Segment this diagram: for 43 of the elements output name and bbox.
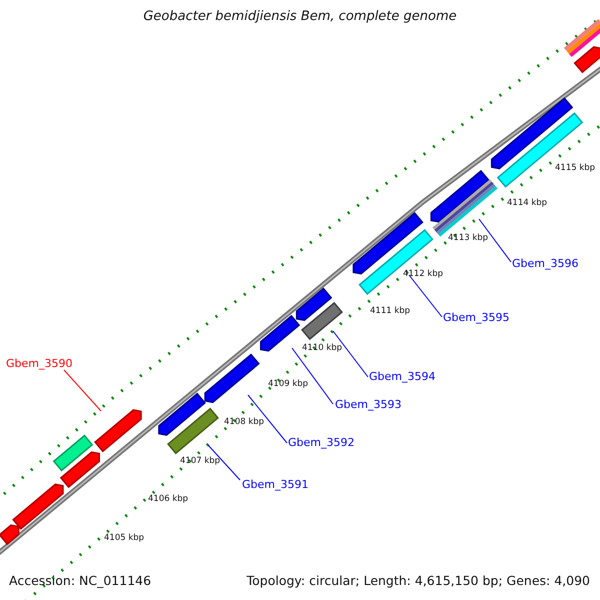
- gene-feature: [94, 409, 142, 452]
- tick-label: 4114 kbp: [507, 199, 548, 209]
- tick-label: 4106 kbp: [148, 495, 188, 505]
- gene-label: Gbem_3592: [288, 437, 354, 450]
- gene-label: Gbem_3596: [512, 258, 578, 271]
- gene-feature: [52, 434, 94, 472]
- tick-label: 4109 kbp: [268, 380, 308, 390]
- gene-label: Gbem_3593: [335, 399, 402, 412]
- gene-label: Gbem_3594: [369, 371, 436, 384]
- tick-label: 4108 kbp: [224, 418, 264, 428]
- gene-feature: [352, 212, 424, 274]
- genome-stats: Topology: circular; Length: 4,615,150 bp; Genes: 4,090: [246, 574, 590, 588]
- leader-line: [332, 330, 368, 378]
- tick-label: 4115 kbp: [555, 164, 596, 174]
- gene-feature: [0, 524, 20, 546]
- gene-feature: [167, 408, 219, 454]
- gene-feature: [430, 170, 490, 223]
- leader-line: [208, 444, 240, 480]
- leader-line: [292, 348, 334, 404]
- gene-feature: [260, 314, 300, 352]
- gene-feature: [296, 288, 332, 322]
- leader-line: [478, 218, 512, 262]
- gene-label: Gbem_3590: [6, 358, 72, 371]
- gene-label: Gbem_3591: [242, 479, 308, 492]
- tick-label: 4110 kbp: [302, 344, 342, 354]
- tick-label: 4112 kbp: [403, 270, 444, 280]
- tick-label: 4111 kbp: [370, 307, 410, 317]
- gene-label: Gbem_3595: [443, 312, 510, 325]
- gene-feature: [301, 302, 343, 340]
- gene-feature: [204, 353, 260, 404]
- gene-feature: [60, 451, 100, 488]
- tick-label: 4107 kbp: [180, 457, 220, 467]
- gene-feature: [158, 392, 206, 436]
- title: Geobacter bemidjiensis Bem, complete genome: [142, 10, 458, 25]
- leader-line: [64, 370, 102, 412]
- tick-label: 4105 kbp: [104, 534, 144, 544]
- leader-line: [408, 274, 442, 318]
- gene-feature: [12, 484, 64, 530]
- tick-label: 4113 kbp: [448, 234, 488, 244]
- gene-feature: [564, 18, 600, 58]
- accession-note: Accession: NC_011146: [9, 574, 152, 588]
- gene-feature: [574, 46, 600, 74]
- leader-line: [248, 394, 288, 444]
